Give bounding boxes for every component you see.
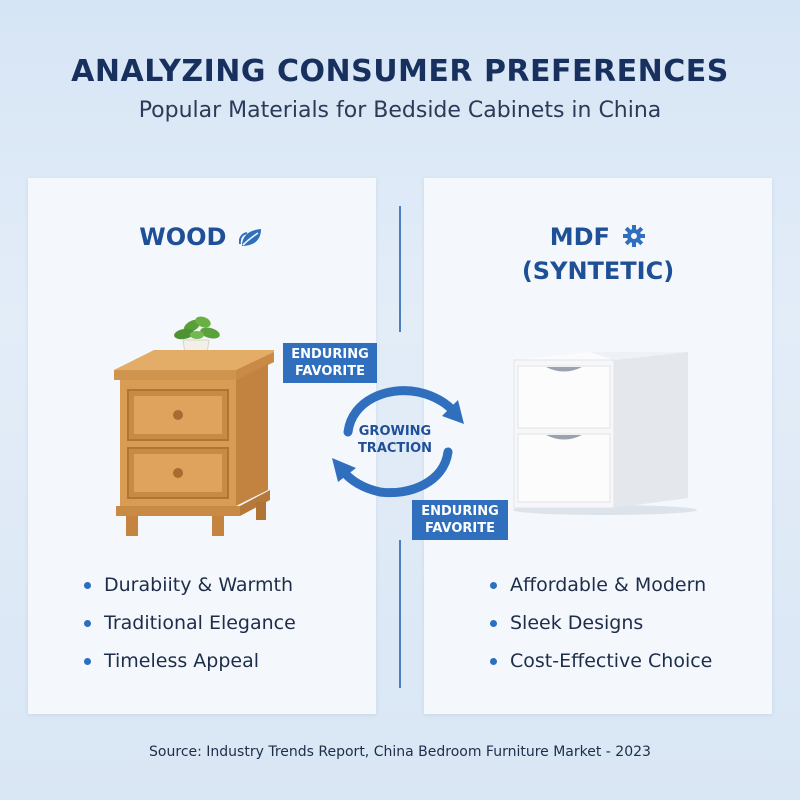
list-item: Timeless Appeal (84, 642, 296, 680)
tag-bottom-line1: ENDURING (421, 504, 499, 519)
leaf-icon (238, 229, 261, 246)
cycle-arrows-icon (332, 386, 464, 498)
wood-panel: WOOD (28, 178, 376, 714)
bullet-icon (84, 658, 91, 665)
source-citation: Source: Industry Trends Report, China Be… (149, 744, 651, 760)
center-label-line1: GROWING (358, 424, 432, 439)
page-subtitle: Popular Materials for Bedside Cabinets i… (138, 98, 662, 123)
tag-bottom-line2: FAVORITE (424, 521, 496, 536)
gear-icon (623, 225, 646, 247)
list-item: Durabiity & Warmth (84, 566, 296, 604)
bullet-icon (490, 658, 497, 665)
tag-top-line1: ENDURING (291, 347, 369, 362)
bullet-icon (84, 620, 91, 627)
list-item: Affordable & Modern (490, 566, 712, 604)
list-item: Traditional Elegance (84, 604, 296, 642)
wood-nightstand-image (114, 316, 274, 536)
mdf-panel: MDF (SYNTETIC) (424, 178, 772, 714)
wood-benefits-list: Durabiity & Warmth Traditional Elegance … (84, 566, 296, 680)
center-divider-bottom (399, 540, 401, 688)
center-label-line2: TRACTION (357, 441, 433, 456)
page-title: ANALYZING CONSUMER PREFERENCES (71, 54, 729, 89)
bullet-icon (490, 620, 497, 627)
mdf-benefits-list: Affordable & Modern Sleek Designs Cost-E… (490, 566, 712, 680)
enduring-favorite-tag-top: ENDURING FAVORITE (283, 343, 377, 383)
tag-top-line2: FAVORITE (294, 364, 366, 379)
center-divider-top (399, 206, 401, 332)
mdf-heading-sublabel: (SYNTETIC) (521, 257, 675, 285)
mdf-cabinet-image (513, 352, 697, 515)
bullet-icon (490, 582, 497, 589)
wood-heading: WOOD (28, 220, 376, 254)
bullet-icon (84, 582, 91, 589)
list-item: Sleek Designs (490, 604, 712, 642)
wood-heading-label: WOOD (139, 223, 227, 251)
list-item: Cost-Effective Choice (490, 642, 712, 680)
enduring-favorite-tag-bottom: ENDURING FAVORITE (412, 500, 508, 540)
mdf-heading-label: MDF (549, 223, 610, 251)
mdf-heading: MDF (SYNTETIC) (424, 220, 772, 288)
growing-traction-label: GROWING TRACTION (340, 423, 450, 457)
